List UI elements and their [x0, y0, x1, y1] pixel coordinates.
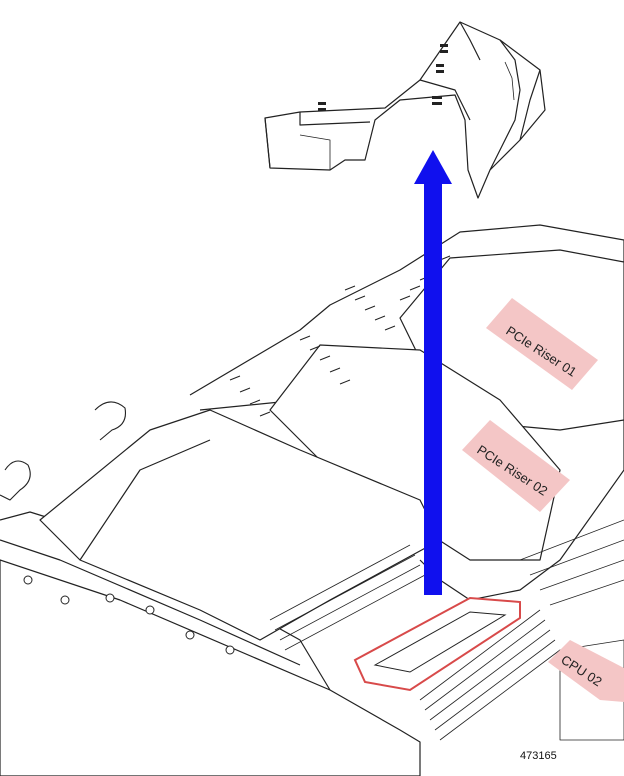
lift-arrow-icon: [414, 150, 452, 595]
air-baffle: [264, 21, 546, 199]
highlighted-module: [353, 596, 521, 692]
figure-id: 473165: [520, 750, 557, 762]
baffle-latch-icon: [318, 44, 448, 111]
label-cpu-2: CPU 02: [548, 640, 624, 702]
